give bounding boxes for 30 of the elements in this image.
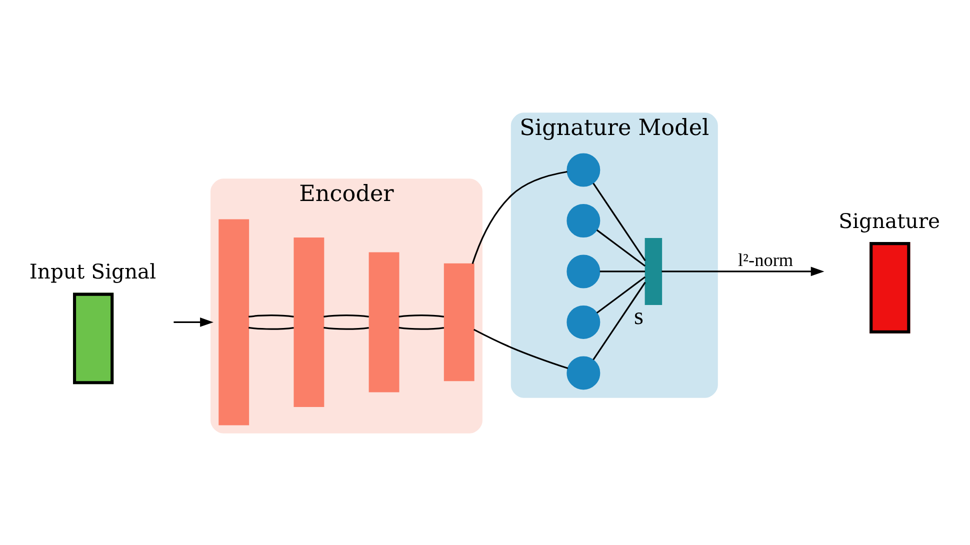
node-label: Input Signal [29,259,156,284]
node-bar [294,236,324,406]
connector [324,326,369,330]
node-circle [566,204,600,237]
connector [592,182,646,261]
node-bar [218,218,250,425]
node-bar [444,262,474,381]
node-circle [566,152,600,186]
node-circle [566,254,600,288]
connector [596,228,646,266]
node-circle [566,304,600,338]
connector [248,314,294,318]
node-box [644,238,662,304]
node-bar [368,252,400,392]
cluster: Encoder [210,178,482,433]
node-label: s [634,302,644,330]
connector [596,276,646,314]
edge-label: l²-norm [738,249,794,270]
arrow [174,317,214,326]
connector [248,326,294,330]
connector [324,314,369,318]
connector [600,270,646,272]
arrow [662,266,824,276]
connector [592,281,646,360]
connector [398,314,444,318]
connector [473,328,568,369]
node-circle [566,356,600,390]
connector [472,170,568,264]
connector [398,326,444,330]
node-label: Signature [838,208,940,232]
